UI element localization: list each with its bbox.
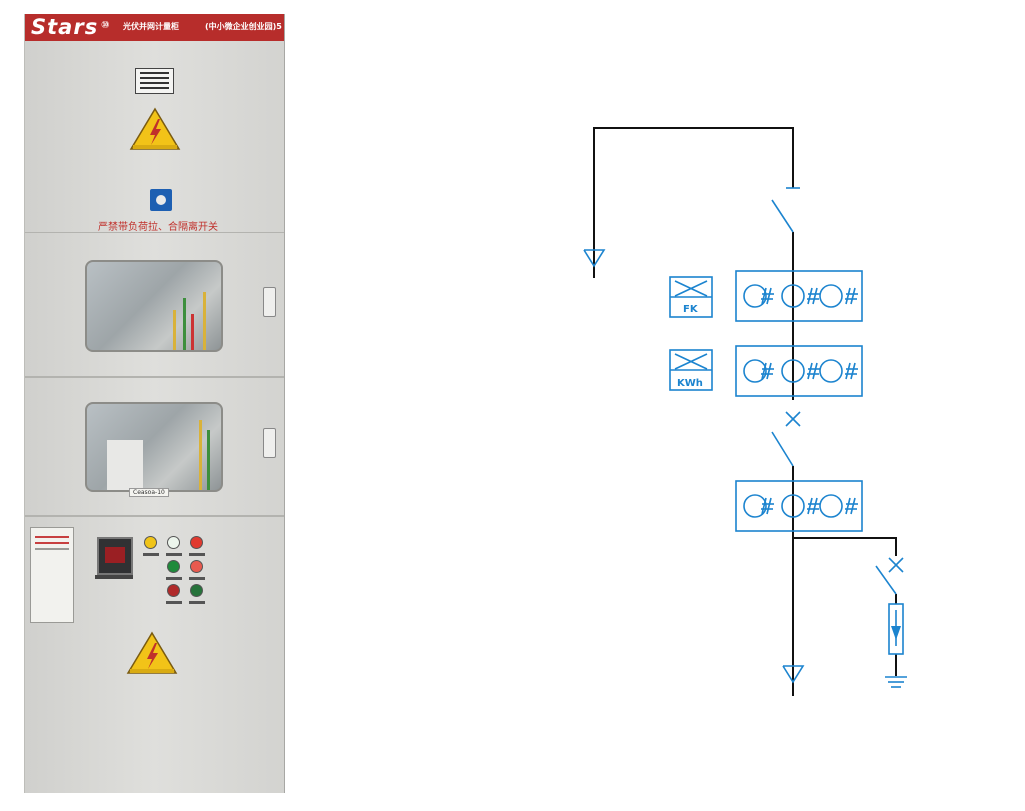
indicator-lamp-green <box>168 537 179 548</box>
control-button-green-2 <box>191 585 202 596</box>
high-voltage-warning-icon <box>129 107 181 150</box>
control-module-fk: FK <box>669 276 713 318</box>
ground-icon <box>885 676 907 688</box>
current-transformer-group-lower <box>735 480 863 532</box>
control-button-green <box>168 561 179 572</box>
circuit-breaker <box>771 411 801 467</box>
inspection-window-lower <box>85 402 223 492</box>
indicator-lamp-red-2 <box>191 561 202 572</box>
cabinet-lower-window-panel: Ceasoa-10 <box>25 378 284 517</box>
cable-termination-bottom <box>782 665 805 684</box>
digital-meter <box>97 537 133 575</box>
current-transformer-group-upper <box>735 270 863 322</box>
cabinet-logo: ⑩ <box>101 20 110 31</box>
indicator-lamp-red <box>191 537 202 548</box>
energy-meter-kwh: KWh <box>669 349 713 391</box>
fk-label: FK <box>683 304 699 315</box>
window-tag: Ceasoa-10 <box>129 488 169 497</box>
inspection-window-upper <box>85 260 223 352</box>
kwh-label: KWh <box>677 378 703 389</box>
cabinet-subtitle: (中小微企业创业园)5 <box>205 22 282 31</box>
cabinet-brand: Stars <box>31 15 99 39</box>
cabinet-title: 光伏并网计量柜 <box>123 22 179 31</box>
high-voltage-warning-icon <box>126 631 178 674</box>
cable-termination-left <box>583 249 606 268</box>
branch-switch <box>875 557 904 595</box>
current-transformer-group-middle <box>735 345 863 397</box>
cabinet-control-panel <box>25 517 284 793</box>
wiring-diagram-card <box>30 527 74 623</box>
switchgear-cabinet-photo: Stars ⑩ 光伏并网计量柜 (中小微企业创业园)5 严禁带负荷拉、合隔离开关… <box>24 14 285 793</box>
control-button-red <box>168 585 179 596</box>
meter-label-plate <box>95 575 133 579</box>
door-handle-upper <box>263 287 276 317</box>
cabinet-warning-caption: 严禁带负荷拉、合隔离开关 <box>98 222 218 233</box>
cabinet-nameplate <box>135 68 174 94</box>
disconnect-switch <box>771 187 800 233</box>
selector-knob-icon <box>150 189 172 211</box>
cabinet-header: Stars ⑩ 光伏并网计量柜 (中小微企业创业园)5 <box>25 14 284 41</box>
door-handle-lower <box>263 428 276 458</box>
main-circuit-lines <box>593 127 897 696</box>
cabinet-upper-window-panel <box>25 233 284 378</box>
surge-arrester <box>888 603 904 655</box>
indicator-lamp-yellow <box>145 537 156 548</box>
